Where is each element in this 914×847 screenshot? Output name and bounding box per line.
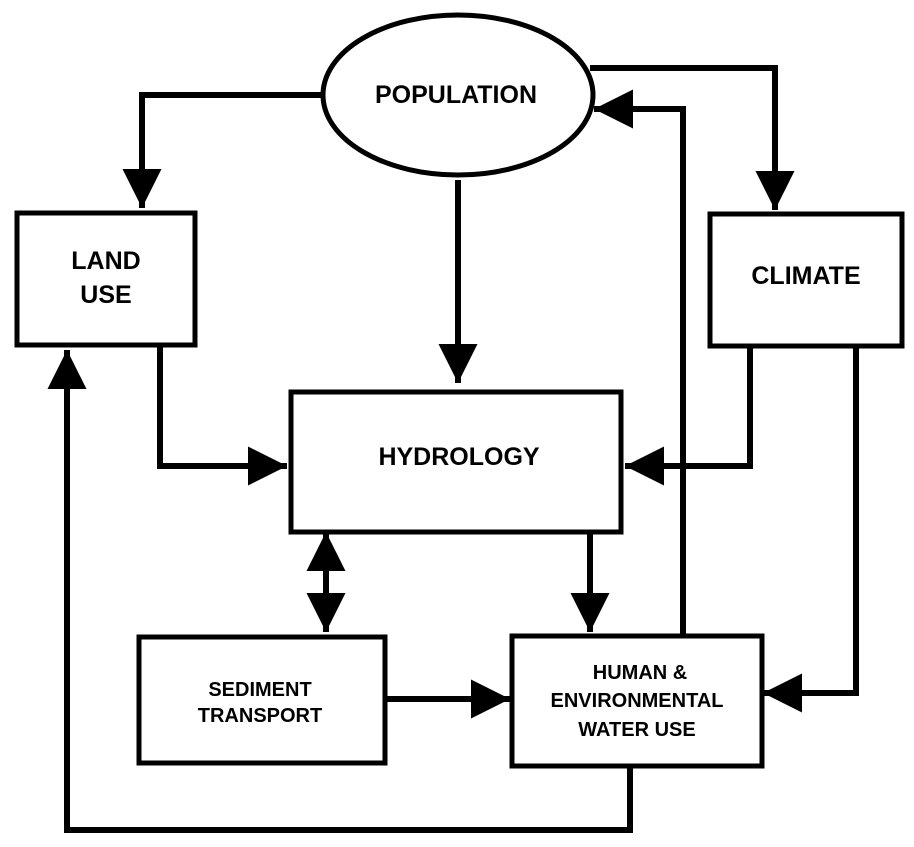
edge-climate-to-hydrology [625,346,753,486]
edge-land-use-to-hydrology [157,345,287,486]
land-use-label-line-1: LAND [71,247,140,275]
sediment-transport-node [136,634,388,766]
hydrology-label: HYDROLOGY [378,443,539,471]
sediment-transport-label-line-1: SEDIMENT [208,679,311,701]
edge-population-to-climate [590,65,795,210]
hydrology-node [288,389,624,535]
edge-water-use-to-land-use [47,350,633,833]
population-label: POPULATION [375,81,537,109]
land-use-label-line-2: USE [80,281,131,309]
population-node [320,12,596,178]
sediment-transport-label-line-2: TRANSPORT [198,705,322,727]
water-use-label-line-3: WATER USE [578,719,695,741]
edge-climate-to-water-use [763,346,859,713]
edge-population-to-land-use [122,92,330,208]
water-use-node [509,633,765,769]
water-use-label-line-1: HUMAN & [593,662,687,684]
climate-label: CLIMATE [751,262,860,290]
land-use-node [14,210,198,348]
climate-node [707,211,905,349]
water-use-label-line-2: ENVIRONMENTAL [551,690,724,712]
edge-water-use-to-population [594,89,686,634]
